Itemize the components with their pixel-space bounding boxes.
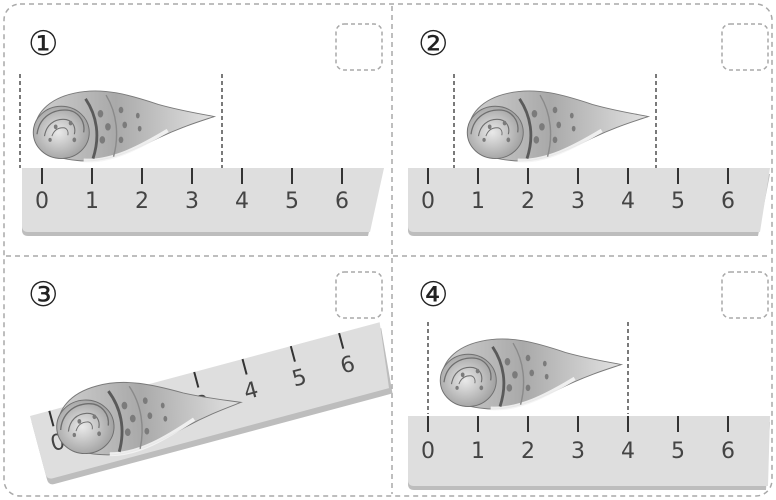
ruler-tick-label-0: 0 (421, 189, 435, 214)
panel-1-shell-icon (33, 91, 214, 161)
ruler-tick-5 (289, 345, 296, 362)
ruler-tick-label-3: 3 (571, 189, 585, 214)
panel-2: ② 0 1 2 3 4 5 6 (408, 23, 770, 236)
ruler-tick-label-6: 6 (338, 352, 358, 380)
panel-2-ruler: 0 1 2 3 4 5 6 (408, 168, 770, 236)
ruler-tick-0 (48, 410, 55, 427)
panel-1: ① 0 1 2 3 4 5 6 (19, 23, 384, 236)
panel-4-answer-box[interactable] (721, 271, 769, 319)
ruler-tick-label-2: 2 (521, 189, 535, 214)
ruler-tick-label-1: 1 (471, 439, 485, 464)
ruler-tick-label-2: 2 (135, 189, 149, 214)
ruler-tick-label-4: 4 (621, 189, 635, 214)
ruler-tick-label-1: 1 (471, 189, 485, 214)
ruler-tick-label-2: 2 (521, 439, 535, 464)
ruler-tick-label-0: 0 (421, 439, 435, 464)
ruler-tick-3 (193, 371, 200, 388)
ruler-tick-label-5: 5 (671, 439, 685, 464)
panel-1-label: ① (28, 24, 58, 64)
ruler-tick-label-3: 3 (571, 439, 585, 464)
ruler-tick-label-5: 5 (671, 189, 685, 214)
ruler-tick-label-6: 6 (721, 189, 735, 214)
ruler-tick-label-4: 4 (241, 378, 261, 406)
panel-4-shell-icon (438, 336, 624, 412)
panel-3-answer-box[interactable] (335, 271, 383, 319)
panel-2-shell-icon (467, 91, 648, 161)
ruler-tick-label-1: 1 (85, 189, 99, 214)
ruler-tick-label-3: 3 (185, 189, 199, 214)
panel-2-label: ② (418, 24, 448, 64)
panel-2-answer-box[interactable] (721, 23, 769, 71)
panel-1-ruler: 0 1 2 3 4 5 6 (22, 168, 384, 236)
panel-4-label: ④ (418, 275, 448, 315)
panel-3-label: ③ (28, 275, 58, 315)
ruler-tick-label-6: 6 (335, 189, 349, 214)
panel-4-ruler: 0 1 2 3 4 5 6 (408, 416, 770, 490)
ruler-tick-6 (338, 332, 345, 349)
panel-1-answer-box[interactable] (335, 23, 383, 71)
ruler-tick-label-0: 0 (35, 189, 49, 214)
worksheet-frame (3, 3, 773, 497)
ruler-tick-label-4: 4 (621, 439, 635, 464)
ruler-tick-label-5: 5 (285, 189, 299, 214)
ruler-tick-label-6: 6 (721, 439, 735, 464)
ruler-tick-label-5: 5 (289, 365, 309, 393)
ruler-tick-4 (241, 358, 248, 375)
panel-4: ④ 0 1 2 3 4 5 6 (408, 271, 770, 490)
ruler-tick-label-4: 4 (235, 189, 249, 214)
